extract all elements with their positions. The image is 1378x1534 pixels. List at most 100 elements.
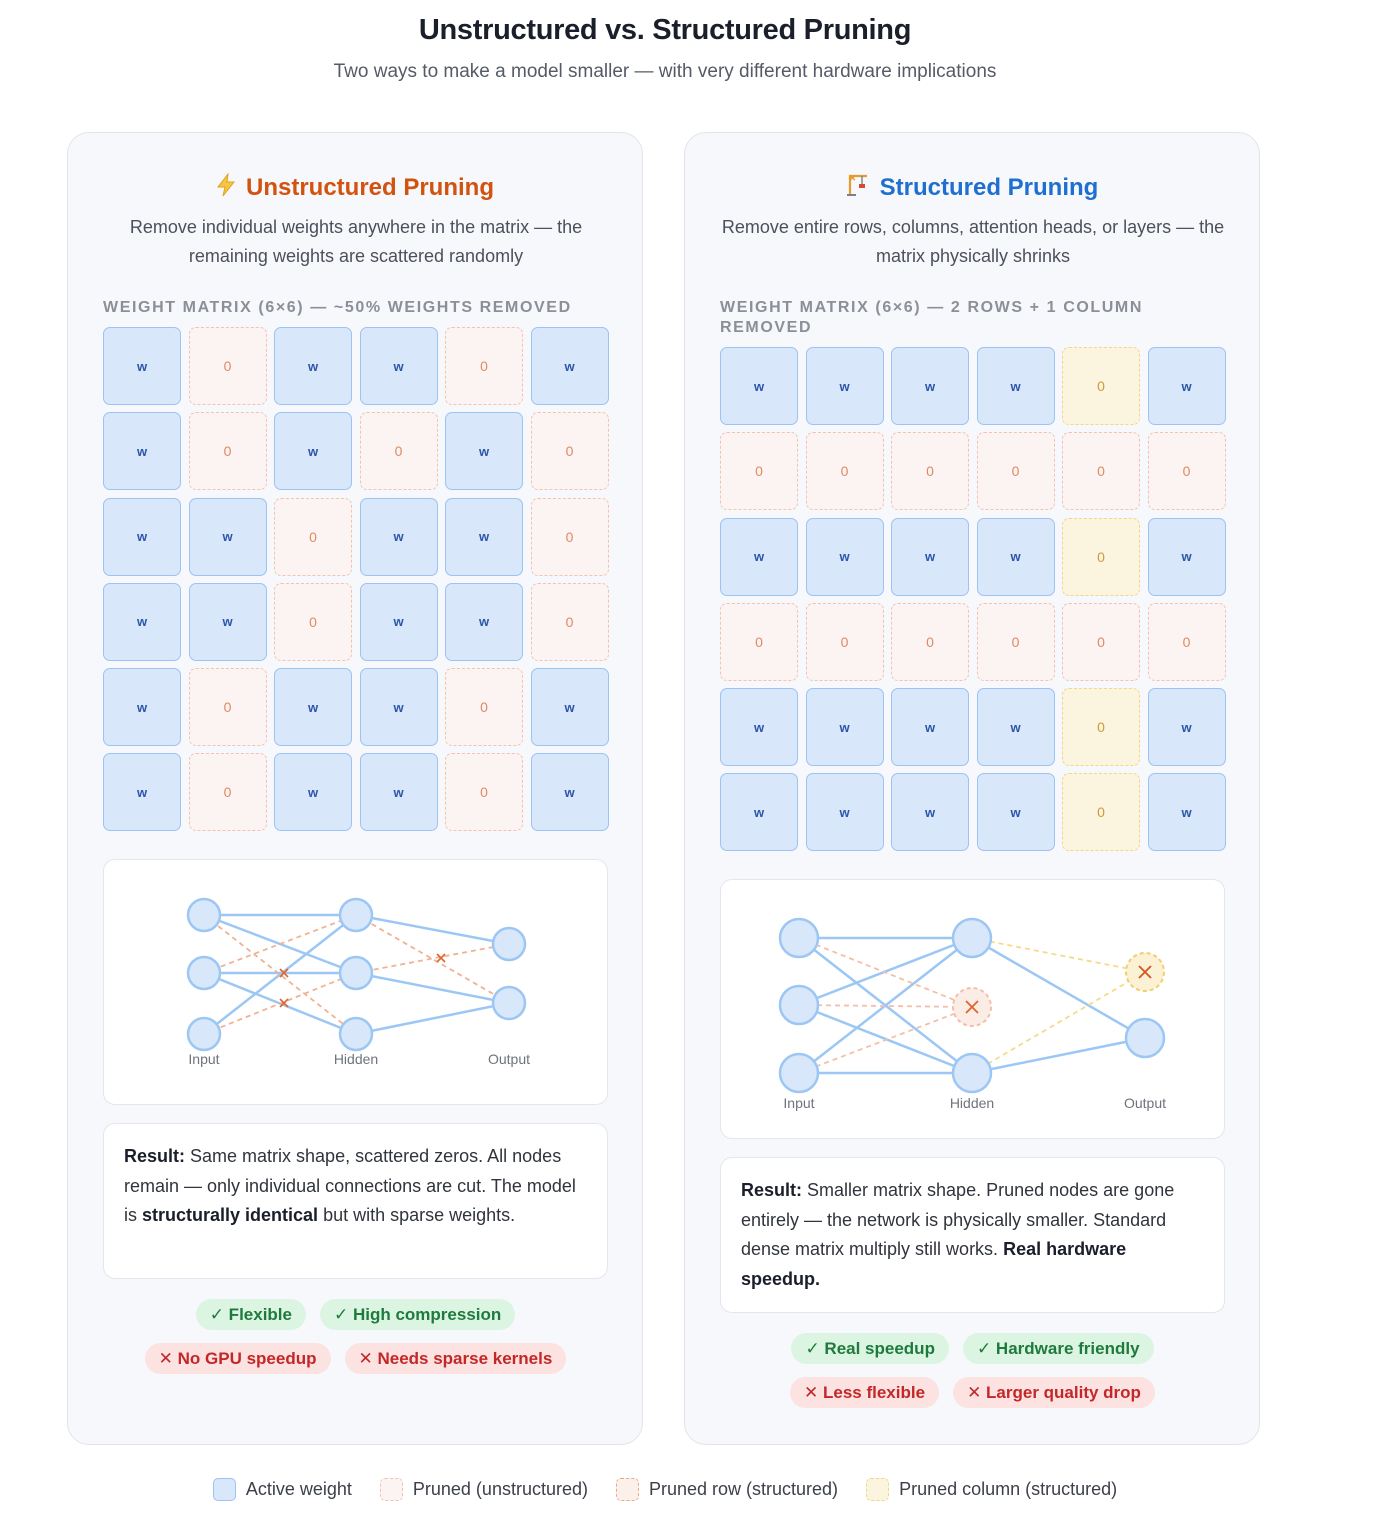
unstructured-description: Remove individual weights anywhere in th… bbox=[129, 217, 583, 266]
output-layer-label: Output bbox=[1124, 1095, 1166, 1111]
legend-item-pruned-column: Pruned column (structured) bbox=[866, 1478, 1117, 1501]
con-tag: ✕ Needs sparse kernels bbox=[344, 1343, 567, 1374]
active-weight-cell: w bbox=[891, 773, 969, 852]
con-tag: ✕ No GPU speedup bbox=[144, 1343, 331, 1374]
active-weight-cell: w bbox=[103, 327, 181, 405]
pruned-weight-cell: 0 bbox=[359, 412, 438, 491]
pruned-column-cell: 0 bbox=[1062, 688, 1140, 767]
pruned-column-cell: 0 bbox=[1062, 517, 1140, 596]
active-weight-cell: w bbox=[805, 688, 884, 767]
lightning-icon bbox=[216, 172, 236, 204]
pruned-column-cell: 0 bbox=[1062, 773, 1140, 852]
active-weight-cell: w bbox=[359, 582, 438, 661]
structured-tags: ✓ Real speedup ✓ Hardware friendly ✕ Les… bbox=[705, 1333, 1240, 1421]
page-subtitle: Two ways to make a model smaller — with … bbox=[333, 61, 997, 82]
pruned-weight-cell: 0 bbox=[274, 497, 352, 576]
active-weight-cell: w bbox=[445, 497, 523, 576]
pruned-weight-cell: 0 bbox=[188, 327, 267, 405]
pruned-weight-cell: 0 bbox=[530, 412, 609, 491]
pruned-node-icon bbox=[965, 1000, 979, 1014]
active-weight-cell: w bbox=[805, 517, 884, 596]
pruned-weight-cell: 0 bbox=[445, 668, 523, 747]
pruned-weight-cell: 0 bbox=[805, 432, 884, 511]
unstructured-result: Result: Same matrix shape, scattered zer… bbox=[103, 1123, 608, 1279]
page-title: Unstructured vs. Structured Pruning bbox=[418, 14, 912, 46]
active-weight-cell: w bbox=[1147, 773, 1226, 852]
active-weight-cell: w bbox=[720, 773, 798, 852]
active-weight-cell: w bbox=[891, 347, 969, 425]
structured-description: Remove entire rows, columns, attention h… bbox=[721, 217, 1225, 266]
active-weight-cell: w bbox=[274, 753, 352, 832]
structured-network-diagram: Input Hidden Output bbox=[720, 879, 1225, 1139]
pruned-weight-cell: 0 bbox=[1147, 432, 1226, 511]
pruned-weight-cell: 0 bbox=[976, 432, 1055, 511]
unstructured-tags: ✓ Flexible ✓ High compression ✕ No GPU s… bbox=[88, 1299, 623, 1387]
active-weight-cell: w bbox=[359, 497, 438, 576]
active-weight-cell: w bbox=[976, 517, 1055, 596]
active-weight-cell: w bbox=[1147, 347, 1226, 425]
pruned-column-swatch bbox=[866, 1478, 890, 1501]
active-weight-cell: w bbox=[103, 412, 181, 491]
legend-item-pruned-row: Pruned row (structured) bbox=[615, 1478, 838, 1501]
structured-panel: Structured Pruning Remove entire rows, c… bbox=[684, 132, 1260, 1445]
legend: Active weight Pruned (unstructured) Prun… bbox=[0, 1478, 1330, 1501]
pro-tag: ✓ Real speedup bbox=[791, 1333, 949, 1364]
active-weight-cell: w bbox=[1147, 688, 1226, 767]
active-weight-cell: w bbox=[976, 688, 1055, 767]
cut-marker-icon bbox=[279, 953, 446, 1008]
structured-matrix-label: WEIGHT MATRIX (6×6) — 2 ROWS + 1 COLUMN … bbox=[720, 299, 1144, 336]
active-weight-cell: w bbox=[445, 412, 523, 491]
unstructured-network-diagram: Input Hidden Output bbox=[103, 859, 608, 1105]
pruned-weight-cell: 0 bbox=[891, 432, 969, 511]
active-weight-cell: w bbox=[530, 753, 609, 832]
hidden-layer-label: Hidden bbox=[334, 1051, 378, 1067]
active-weight-cell: w bbox=[445, 582, 523, 661]
pruned-row-swatch bbox=[615, 1478, 639, 1501]
pro-tag: ✓ Flexible bbox=[195, 1299, 306, 1330]
unstructured-panel: Unstructured Pruning Remove individual w… bbox=[67, 132, 643, 1445]
con-tag: ✕ Larger quality drop bbox=[953, 1377, 1155, 1408]
crane-icon bbox=[846, 173, 870, 204]
pruned-weight-cell: 0 bbox=[1147, 602, 1226, 681]
legend-item-pruned-unstructured: Pruned (unstructured) bbox=[379, 1478, 588, 1501]
active-weight-cell: w bbox=[805, 773, 884, 852]
unstructured-heading: Unstructured Pruning bbox=[68, 172, 642, 204]
active-weight-cell: w bbox=[805, 347, 884, 425]
unstructured-matrix-label: WEIGHT MATRIX (6×6) — ~50% WEIGHTS REMOV… bbox=[103, 299, 572, 316]
active-weight-cell: w bbox=[103, 668, 181, 747]
output-layer-label: Output bbox=[488, 1051, 530, 1067]
structured-heading: Structured Pruning bbox=[685, 173, 1259, 204]
active-weight-cell: w bbox=[188, 582, 267, 661]
pruned-weight-cell: 0 bbox=[720, 602, 798, 681]
active-weight-cell: w bbox=[359, 327, 438, 405]
active-weight-cell: w bbox=[720, 347, 798, 425]
pruned-weight-cell: 0 bbox=[188, 668, 267, 747]
pruned-weight-cell: 0 bbox=[720, 432, 798, 511]
hidden-layer-label: Hidden bbox=[950, 1095, 994, 1111]
con-tag: ✕ Less flexible bbox=[790, 1377, 940, 1408]
input-layer-label: Input bbox=[188, 1051, 219, 1067]
input-layer-label: Input bbox=[783, 1095, 814, 1111]
active-weight-cell: w bbox=[720, 517, 798, 596]
pruned-weight-cell: 0 bbox=[188, 412, 267, 491]
active-weight-cell: w bbox=[530, 327, 609, 405]
pruned-weight-cell: 0 bbox=[805, 602, 884, 681]
active-weight-cell: w bbox=[274, 327, 352, 405]
active-weight-cell: w bbox=[1147, 517, 1226, 596]
pruned-weight-cell: 0 bbox=[891, 602, 969, 681]
pruned-weight-cell: 0 bbox=[530, 582, 609, 661]
pruned-weight-cell: 0 bbox=[976, 602, 1055, 681]
pruned-weight-cell: 0 bbox=[445, 753, 523, 832]
pruned-node-icon bbox=[1138, 965, 1152, 979]
active-weight-cell: w bbox=[103, 582, 181, 661]
active-weight-cell: w bbox=[976, 773, 1055, 852]
structured-result: Result: Smaller matrix shape. Pruned nod… bbox=[720, 1157, 1225, 1313]
pro-tag: ✓ Hardware friendly bbox=[962, 1333, 1154, 1364]
legend-item-active: Active weight bbox=[212, 1478, 352, 1501]
active-weight-cell: w bbox=[720, 688, 798, 767]
active-weight-cell: w bbox=[103, 497, 181, 576]
pruned-weight-cell: 0 bbox=[274, 582, 352, 661]
pro-tag: ✓ High compression bbox=[320, 1299, 516, 1330]
